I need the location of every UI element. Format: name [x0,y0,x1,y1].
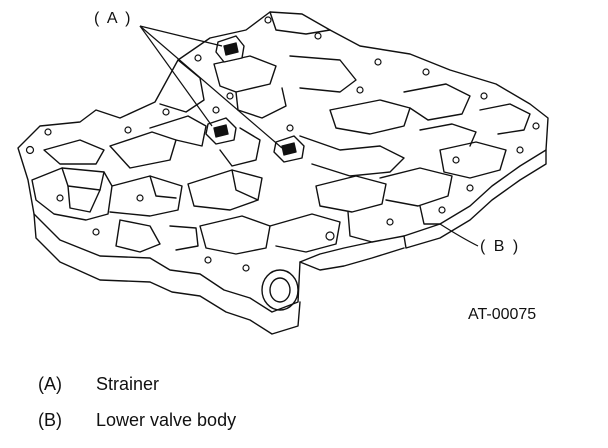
figure-id: AT-00075 [468,306,537,323]
leader-lines-a [139,25,283,149]
legend-key: (A) [38,374,62,394]
strainer-1 [215,35,245,63]
strainer-2 [205,117,237,145]
legend-label: Strainer [96,374,160,394]
valve-body-outline [17,11,549,313]
legend-label: Lower valve body [96,410,237,430]
strainer-3 [273,135,305,163]
valve-body-illustration [17,11,549,335]
legend-item-a: (A) Strainer [38,374,159,395]
legend-key: (B) [38,410,62,430]
legend-item-b: (B) Lower valve body [38,410,236,431]
front-boss [261,269,299,311]
leader-line-b [439,223,479,247]
callout-b: ( B ) [480,238,521,255]
callout-a: ( A ) [94,10,133,27]
